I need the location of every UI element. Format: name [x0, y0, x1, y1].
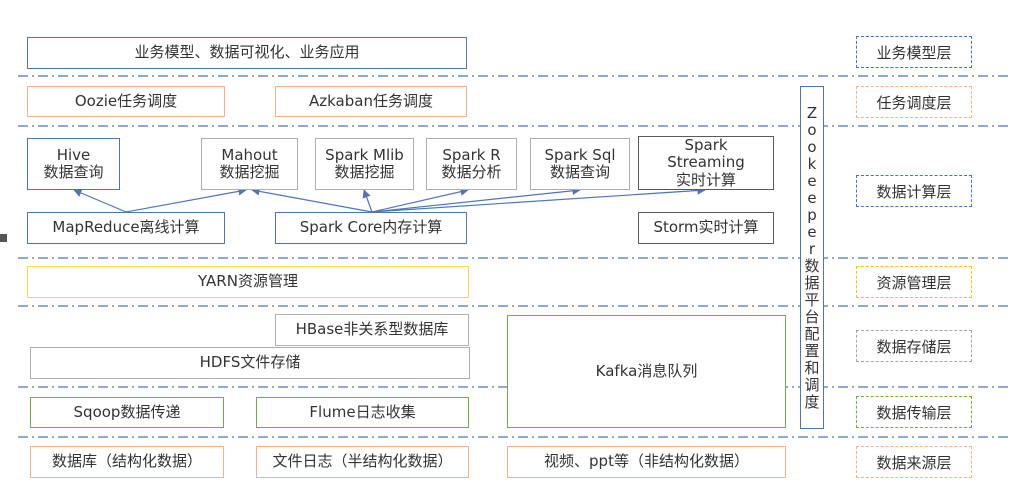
business-applications-box: 业务模型、数据可视化、业务应用: [27, 37, 467, 69]
layer-label-compute: 数据计算层: [856, 175, 972, 207]
layer-label-business: 业务模型层: [856, 36, 972, 68]
arrow-sparkcore-to-mahout: [251, 187, 373, 213]
yarn-box: YARN资源管理: [27, 266, 469, 298]
spark-core-box: Spark Core内存计算: [275, 212, 467, 244]
zookeeper-label: Zookeeper数据平台配置和调度: [804, 103, 820, 411]
file-log-source-box: 文件日志（半结构化数据）: [256, 446, 469, 478]
mahout-box: Mahout 数据挖掘: [201, 138, 298, 190]
edge-marker: [0, 234, 7, 242]
spark-sql-box: Spark Sql 数据查询: [530, 138, 630, 190]
zookeeper-box: Zookeeper数据平台配置和调度: [800, 86, 824, 429]
layer-label-source: 数据来源层: [856, 446, 972, 478]
sqoop-box: Sqoop数据传递: [30, 397, 224, 428]
arrow-mapreduce-to-mahout: [125, 187, 247, 213]
layer-label-scheduling: 任务调度层: [856, 86, 972, 118]
hive-box: Hive 数据查询: [27, 138, 120, 190]
arrow-sparkcore-to-mlib: [362, 189, 373, 213]
kafka-box: Kafka消息队列: [507, 315, 786, 428]
hdfs-box: HDFS文件存储: [30, 347, 470, 379]
storm-box: Storm实时计算: [638, 212, 774, 244]
database-source-box: 数据库（结构化数据）: [30, 446, 224, 478]
layer-label-resource: 资源管理层: [856, 266, 972, 298]
arrow-sparkcore-to-streaming: [371, 186, 706, 213]
spark-streaming-box: Spark Streaming 实时计算: [638, 136, 774, 190]
flume-box: Flume日志收集: [256, 397, 469, 428]
mapreduce-box: MapReduce离线计算: [27, 212, 225, 244]
layer-label-transport: 数据传输层: [856, 396, 972, 428]
spark-mlib-box: Spark Mlib 数据挖掘: [315, 138, 414, 190]
compute-arrows: [73, 186, 706, 213]
arrow-mapreduce-to-hive: [73, 189, 127, 213]
azkaban-box: Azkaban任务调度: [275, 86, 467, 117]
layer-label-storage: 数据存储层: [856, 330, 972, 362]
hbase-box: HBase非关系型数据库: [275, 314, 469, 346]
spark-r-box: Spark R 数据分析: [426, 138, 517, 190]
video-source-box: 视频、ppt等（非结构化数据）: [507, 446, 786, 478]
oozie-box: Oozie任务调度: [27, 86, 225, 117]
arrow-sparkcore-to-sparkr: [371, 187, 469, 213]
arrow-sparkcore-to-sparksql: [371, 186, 581, 213]
